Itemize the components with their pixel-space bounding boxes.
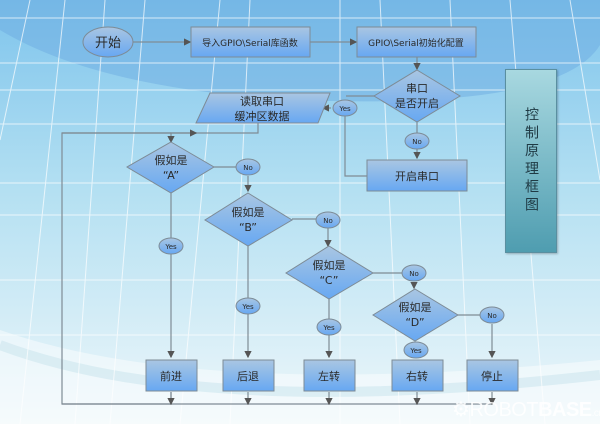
import-lib-node[interactable]: 导入GPIO\Serial库函数: [190, 26, 311, 58]
start-node[interactable]: 开始: [82, 26, 134, 58]
decision-c[interactable]: 假如是 “C”: [285, 245, 374, 300]
gear-icon: ⚙: [452, 399, 470, 421]
action-turn-right[interactable]: 右转: [391, 359, 444, 392]
badge-serial-no: No: [404, 132, 430, 150]
badge-serial-yes-label: Yes: [338, 105, 351, 113]
badge-a-yes-label: Yes: [164, 243, 177, 251]
read-serial-node[interactable]: 读取串口 缓冲区数据: [195, 92, 331, 124]
badge-d-no: No: [479, 306, 505, 324]
init-config-label: GPIO\Serial初始化配置: [368, 37, 464, 49]
decision-a[interactable]: 假如是 “A”: [126, 141, 215, 194]
serial-check-line2: 是否开启: [395, 97, 439, 110]
action-stop-label: 停止: [481, 369, 503, 383]
action-forward-label: 前进: [160, 369, 182, 383]
action-backward[interactable]: 后退: [222, 359, 275, 392]
action-turn-left[interactable]: 左转: [303, 359, 356, 392]
badge-c-yes-label: Yes: [322, 324, 335, 332]
action-backward-label: 后退: [237, 370, 259, 383]
decision-b-line2: “B”: [239, 221, 257, 234]
import-lib-label: 导入GPIO\Serial库函数: [202, 37, 298, 49]
badge-c-yes: Yes: [316, 318, 342, 336]
start-label: 开始: [95, 36, 121, 51]
open-serial-node[interactable]: 开启串口: [366, 159, 468, 192]
action-stop[interactable]: 停止: [466, 359, 519, 392]
diagram-title-box: 控制原理框图: [505, 69, 557, 253]
badge-d-no-label: No: [487, 312, 497, 320]
badge-d-yes-label: Yes: [409, 347, 422, 355]
watermark-thin: ROBOT: [469, 399, 539, 421]
badge-b-yes-label: Yes: [241, 303, 254, 311]
read-line1: 读取串口: [240, 94, 284, 108]
decision-d-line1: 假如是: [399, 300, 432, 314]
open-serial-label: 开启串口: [395, 170, 439, 183]
edge-open-read: [344, 108, 367, 177]
connectors: [61, 38, 496, 406]
decision-b[interactable]: 假如是 “B”: [204, 192, 293, 247]
read-line2: 缓冲区数据: [235, 109, 290, 123]
badge-c-no: No: [401, 264, 427, 282]
decision-d[interactable]: 假如是 “D”: [372, 288, 459, 342]
badge-b-no-label: No: [323, 217, 333, 225]
decision-d-line2: “D”: [405, 316, 424, 329]
badge-b-yes: Yes: [235, 297, 261, 315]
decision-c-line1: 假如是: [313, 258, 346, 272]
action-turn-left-label: 左转: [318, 369, 340, 383]
watermark-bold: BASE: [538, 399, 592, 421]
decision-b-line1: 假如是: [232, 205, 265, 219]
badge-b-no: No: [315, 211, 341, 229]
badge-c-no-label: No: [409, 270, 419, 278]
badge-a-no: No: [235, 158, 261, 176]
watermark-suffix: .cn: [591, 408, 600, 419]
action-forward[interactable]: 前进: [145, 359, 198, 392]
badge-serial-yes: Yes: [332, 99, 358, 117]
badge-serial-no-label: No: [412, 138, 422, 146]
serial-check-line1: 串口: [406, 82, 428, 95]
decision-a-line2: “A”: [163, 169, 179, 182]
edge-read-a: [167, 122, 259, 144]
badge-a-yes: Yes: [158, 237, 184, 255]
robotbase-watermark: ⚙ROBOTBASE.cn: [452, 397, 600, 422]
badge-a-no-label: No: [243, 164, 253, 172]
serial-check-decision[interactable]: 串口 是否开启: [373, 69, 461, 123]
diagram-title: 控制原理框图: [523, 107, 539, 215]
decision-c-line2: “C”: [320, 274, 339, 287]
init-config-node[interactable]: GPIO\Serial初始化配置: [356, 26, 477, 58]
badge-d-yes: Yes: [403, 341, 429, 359]
action-turn-right-label: 右转: [406, 369, 428, 383]
decision-a-line1: 假如是: [155, 153, 188, 167]
